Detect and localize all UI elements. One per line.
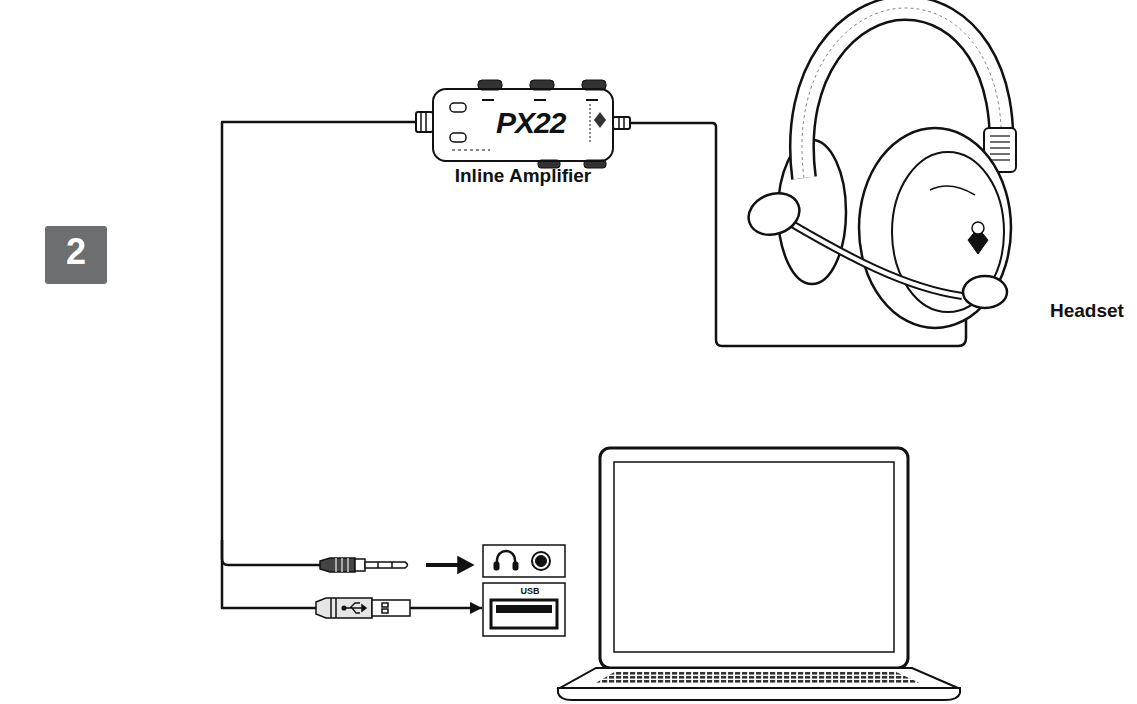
usb-plug	[316, 598, 410, 618]
part-name: Inline Amplifier	[414, 165, 632, 187]
amplifier-details	[416, 80, 630, 168]
inline-amplifier: PX22Inline Amplifier	[432, 88, 614, 162]
audio-cable	[222, 540, 322, 565]
laptop-drawing	[558, 448, 960, 700]
cable-connector	[222, 122, 482, 608]
step-number: 2	[45, 226, 107, 278]
step-badge: 2	[45, 226, 107, 284]
port-label: USB	[483, 586, 577, 596]
audio-jack-plug	[320, 557, 473, 573]
model-name: PX22	[496, 106, 565, 140]
part-name: Headset	[1050, 300, 1124, 322]
headset-drawing	[743, 8, 1016, 328]
headphone-jack-port	[483, 545, 565, 577]
usb-port-box: USB	[483, 583, 577, 636]
